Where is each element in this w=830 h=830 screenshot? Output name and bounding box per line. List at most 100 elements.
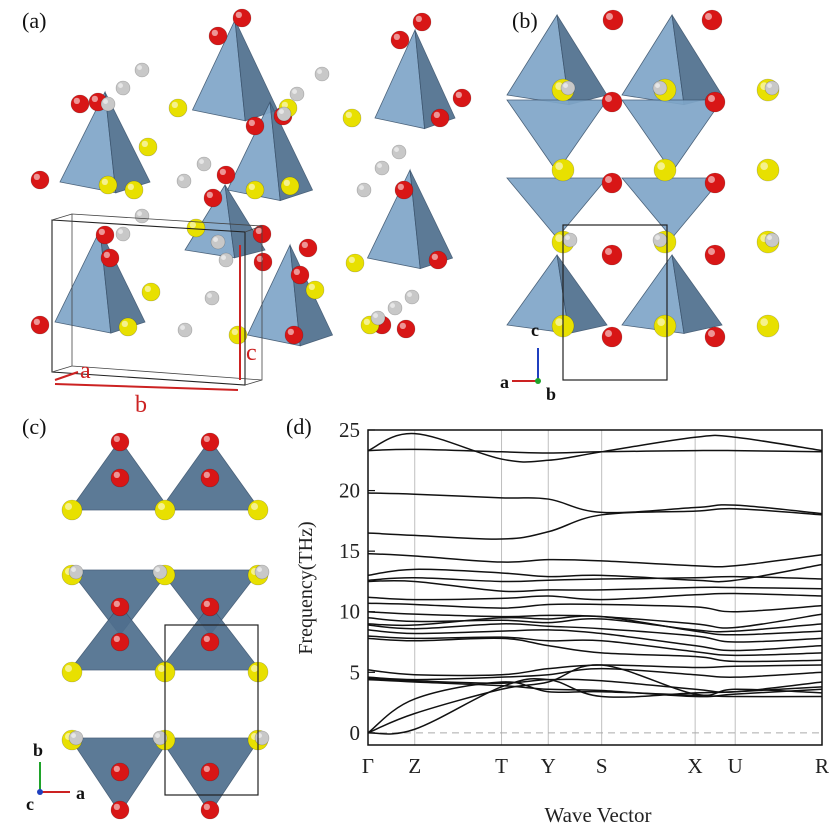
- oxygen-atom: [452, 88, 472, 108]
- panel-a-label: (a): [22, 8, 47, 33]
- phonon-branch-6: [367, 563, 823, 583]
- sulfur-atom: [124, 180, 144, 200]
- phonon-branch-14: [367, 623, 823, 643]
- sulfur-atom: [551, 158, 575, 182]
- oxygen-atom: [601, 244, 623, 266]
- hydrogen-atom: [404, 289, 420, 305]
- hydrogen-atom: [764, 80, 780, 96]
- sulfur-atom: [98, 175, 118, 195]
- oxygen-atom: [396, 319, 416, 339]
- panel-b-label: (b): [512, 8, 538, 33]
- hydrogen-atom: [391, 144, 407, 160]
- phonon-branch-17: [367, 637, 823, 663]
- phonon-branch-5: [367, 552, 823, 568]
- hydrogen-atom: [652, 232, 668, 248]
- oxygen-atom: [290, 265, 310, 285]
- oxygen-atom: [110, 762, 130, 782]
- panel-c-structure: bca: [26, 432, 270, 820]
- sulfur-atom: [247, 499, 269, 521]
- b-axis-label: b: [135, 392, 147, 415]
- hydrogen-atom: [764, 232, 780, 248]
- oxygen-atom: [704, 172, 726, 194]
- plot-frame: [367, 429, 823, 746]
- oxygen-atom: [208, 26, 228, 46]
- hydrogen-atom: [374, 160, 390, 176]
- y-tick-label: 15: [339, 539, 360, 563]
- hydrogen-atom: [289, 86, 305, 102]
- hydrogen-atom: [254, 564, 270, 580]
- hydrogen-atom: [115, 226, 131, 242]
- oxygen-atom: [110, 597, 130, 617]
- hydrogen-atom: [370, 310, 386, 326]
- oxygen-atom: [232, 8, 252, 28]
- phonon-branch-11: [367, 610, 823, 629]
- y-tick-label: 20: [339, 479, 360, 503]
- sulfur-atom: [245, 180, 265, 200]
- sulfur-atom: [342, 108, 362, 128]
- hydrogen-atom: [68, 564, 84, 580]
- hydrogen-atom: [100, 96, 116, 112]
- c-axis-label: c: [531, 320, 539, 340]
- sulfur-atom: [138, 137, 158, 157]
- sulfate-tetrahedron-side: [269, 101, 314, 202]
- oxygen-atom: [110, 800, 130, 820]
- hydrogen-atom: [314, 66, 330, 82]
- oxygen-atom: [253, 252, 273, 272]
- hydrogen-atom: [176, 173, 192, 189]
- unit-cell-box: [562, 224, 668, 381]
- hydrogen-atom: [134, 62, 150, 78]
- oxygen-atom: [245, 116, 265, 136]
- phonon-branch-8: [367, 579, 823, 593]
- a-axis-label: a: [500, 372, 509, 392]
- phonon-branch-21: [367, 678, 823, 698]
- phonon-branch-13: [367, 615, 823, 636]
- x-tick-label: X: [688, 754, 703, 778]
- sulfur-atom: [653, 158, 677, 182]
- phonon-branch-9: [367, 592, 823, 601]
- c-axis-dot: [37, 789, 43, 795]
- oxygen-atom: [200, 468, 220, 488]
- oxygen-atom: [30, 315, 50, 335]
- sulfur-atom: [756, 314, 780, 338]
- sulfur-atom: [305, 280, 325, 300]
- hydrogen-atom: [562, 232, 578, 248]
- hydrogen-atom: [218, 252, 234, 268]
- oxygen-atom: [30, 170, 50, 190]
- sulfur-atom: [61, 661, 83, 683]
- hydrogen-atom: [204, 290, 220, 306]
- x-tick-label: T: [495, 754, 508, 778]
- oxygen-atom: [412, 12, 432, 32]
- oxygen-atom: [200, 597, 220, 617]
- hydrogen-atom: [276, 106, 292, 122]
- hydrogen-atom: [356, 182, 372, 198]
- hydrogen-atom: [196, 156, 212, 172]
- y-tick-label: 5: [350, 660, 361, 684]
- a-axis-label: a: [76, 783, 85, 803]
- oxygen-atom: [394, 180, 414, 200]
- phonon-branch-24: [367, 681, 823, 734]
- sulfur-atom: [141, 282, 161, 302]
- sulfur-atom: [118, 317, 138, 337]
- oxygen-atom: [200, 762, 220, 782]
- sulfur-atom: [154, 499, 176, 521]
- oxygen-atom: [203, 188, 223, 208]
- phonon-branch-4: [367, 507, 823, 540]
- sulfur-atom: [653, 314, 677, 338]
- panel-d-label: (d): [286, 414, 312, 439]
- hydrogen-atom: [152, 564, 168, 580]
- oxygen-atom: [601, 172, 623, 194]
- phonon-branch-23: [367, 664, 823, 734]
- phonon-branch-19: [367, 667, 823, 681]
- hydrogen-atom: [134, 208, 150, 224]
- oxygen-atom: [100, 248, 120, 268]
- sulfur-atom: [168, 98, 188, 118]
- hydrogen-atom: [210, 234, 226, 250]
- sulfate-tetrahedron-inverted: [506, 177, 608, 239]
- y-tick-label: 25: [339, 418, 360, 442]
- b-axis-label: b: [33, 740, 43, 760]
- unit-cell-box: [164, 624, 259, 796]
- oxygen-atom: [200, 432, 220, 452]
- sulfate-tetrahedron-inverted: [506, 99, 608, 173]
- sulfur-atom: [280, 176, 300, 196]
- oxygen-atom: [601, 326, 623, 348]
